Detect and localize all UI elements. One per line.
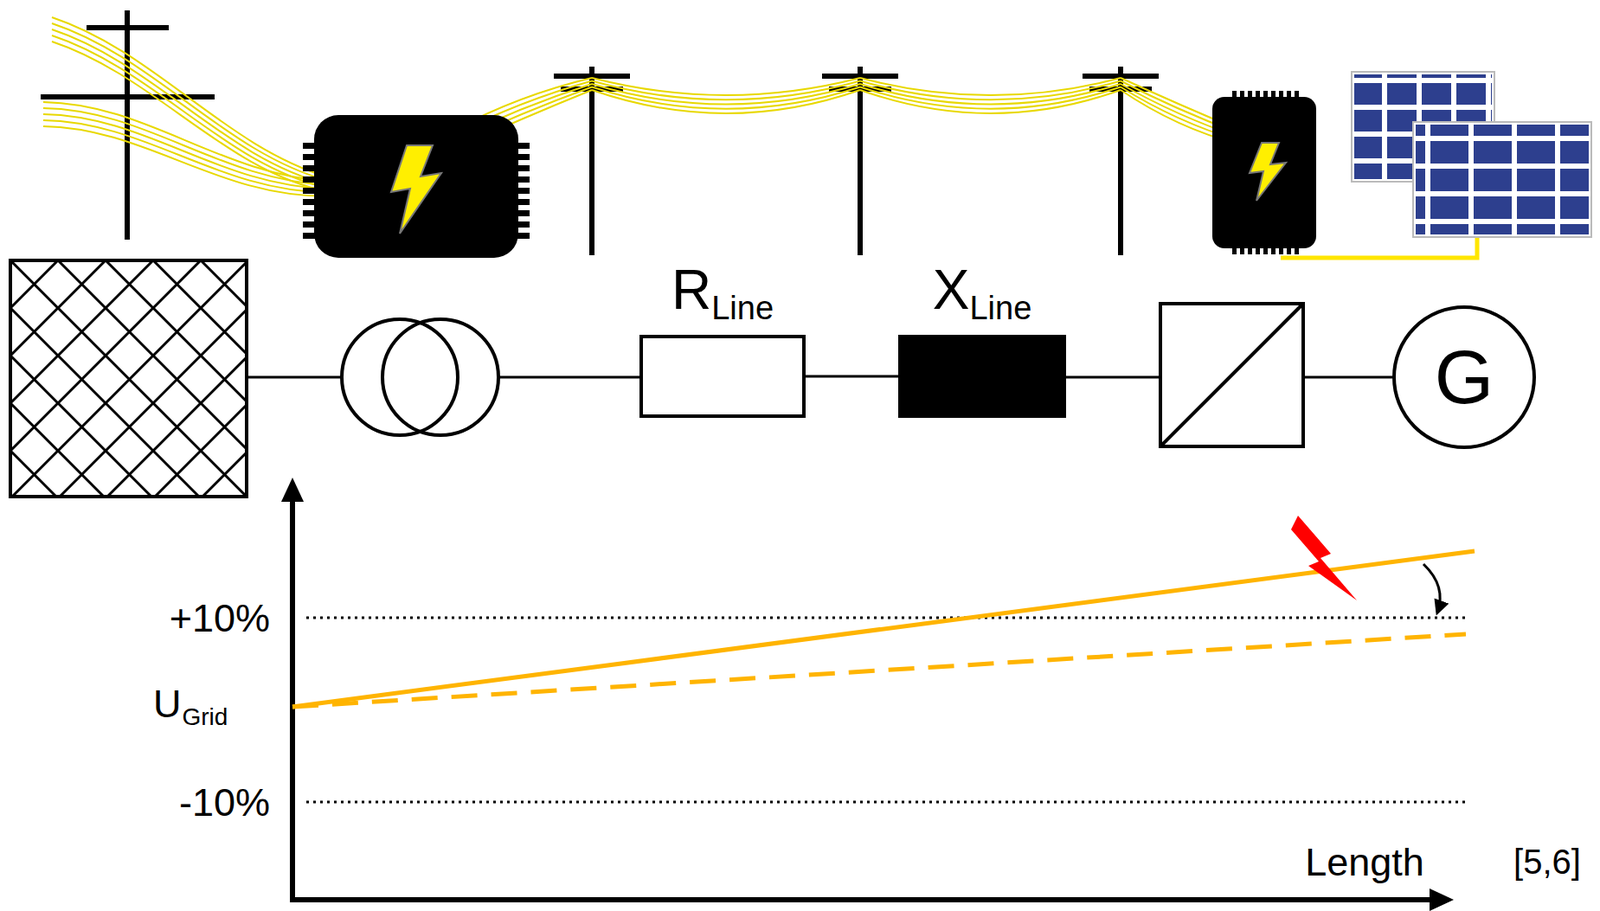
power-poles	[40, 10, 1159, 256]
component-symbol-letter: R	[671, 262, 712, 318]
x-axis	[289, 897, 1433, 903]
inverter-symbol	[1160, 303, 1304, 447]
reference: [5,6]	[1513, 844, 1581, 880]
y-axis	[289, 494, 296, 900]
generator-symbol: G	[1392, 305, 1536, 450]
inverter-diagonal	[1160, 303, 1304, 447]
axis-label: Length	[1304, 842, 1425, 882]
single-line-diagram	[10, 260, 1393, 497]
axis-arrow	[1429, 888, 1454, 911]
reduction-arrow	[1423, 564, 1440, 613]
component-label: RLine	[671, 262, 774, 318]
reactance-symbol: XLine	[898, 334, 1067, 418]
axis-subscript: Grid	[182, 705, 229, 730]
component-symbol-letter: X	[932, 262, 971, 318]
lightning-symbol	[1249, 142, 1286, 201]
voltage-curve	[292, 551, 1475, 707]
resistor-symbol: RLine	[639, 334, 806, 418]
overhead-wires	[43, 17, 1240, 197]
dc-cable	[1280, 235, 1478, 258]
component-subscript: Line	[969, 291, 1032, 325]
component-label: XLine	[932, 262, 1033, 318]
violation-symbol	[1291, 515, 1357, 601]
limit-label: -10%	[179, 783, 270, 823]
reduced-voltage-curve	[292, 634, 1466, 707]
axis-symbol: U	[153, 684, 182, 724]
transformer-station	[314, 115, 519, 258]
axis-arrow	[281, 477, 304, 502]
component-subscript: Line	[711, 291, 774, 325]
limit-label: +10%	[169, 598, 270, 638]
line-wire	[805, 375, 899, 379]
pv-inverter	[1212, 96, 1317, 249]
voltage-chart	[281, 477, 1475, 911]
lightning-symbol	[391, 145, 442, 234]
transformer-symbol	[382, 319, 499, 436]
solar-panels	[1351, 71, 1592, 238]
generator-label: G	[1434, 339, 1494, 416]
grid-symbol	[10, 260, 247, 497]
